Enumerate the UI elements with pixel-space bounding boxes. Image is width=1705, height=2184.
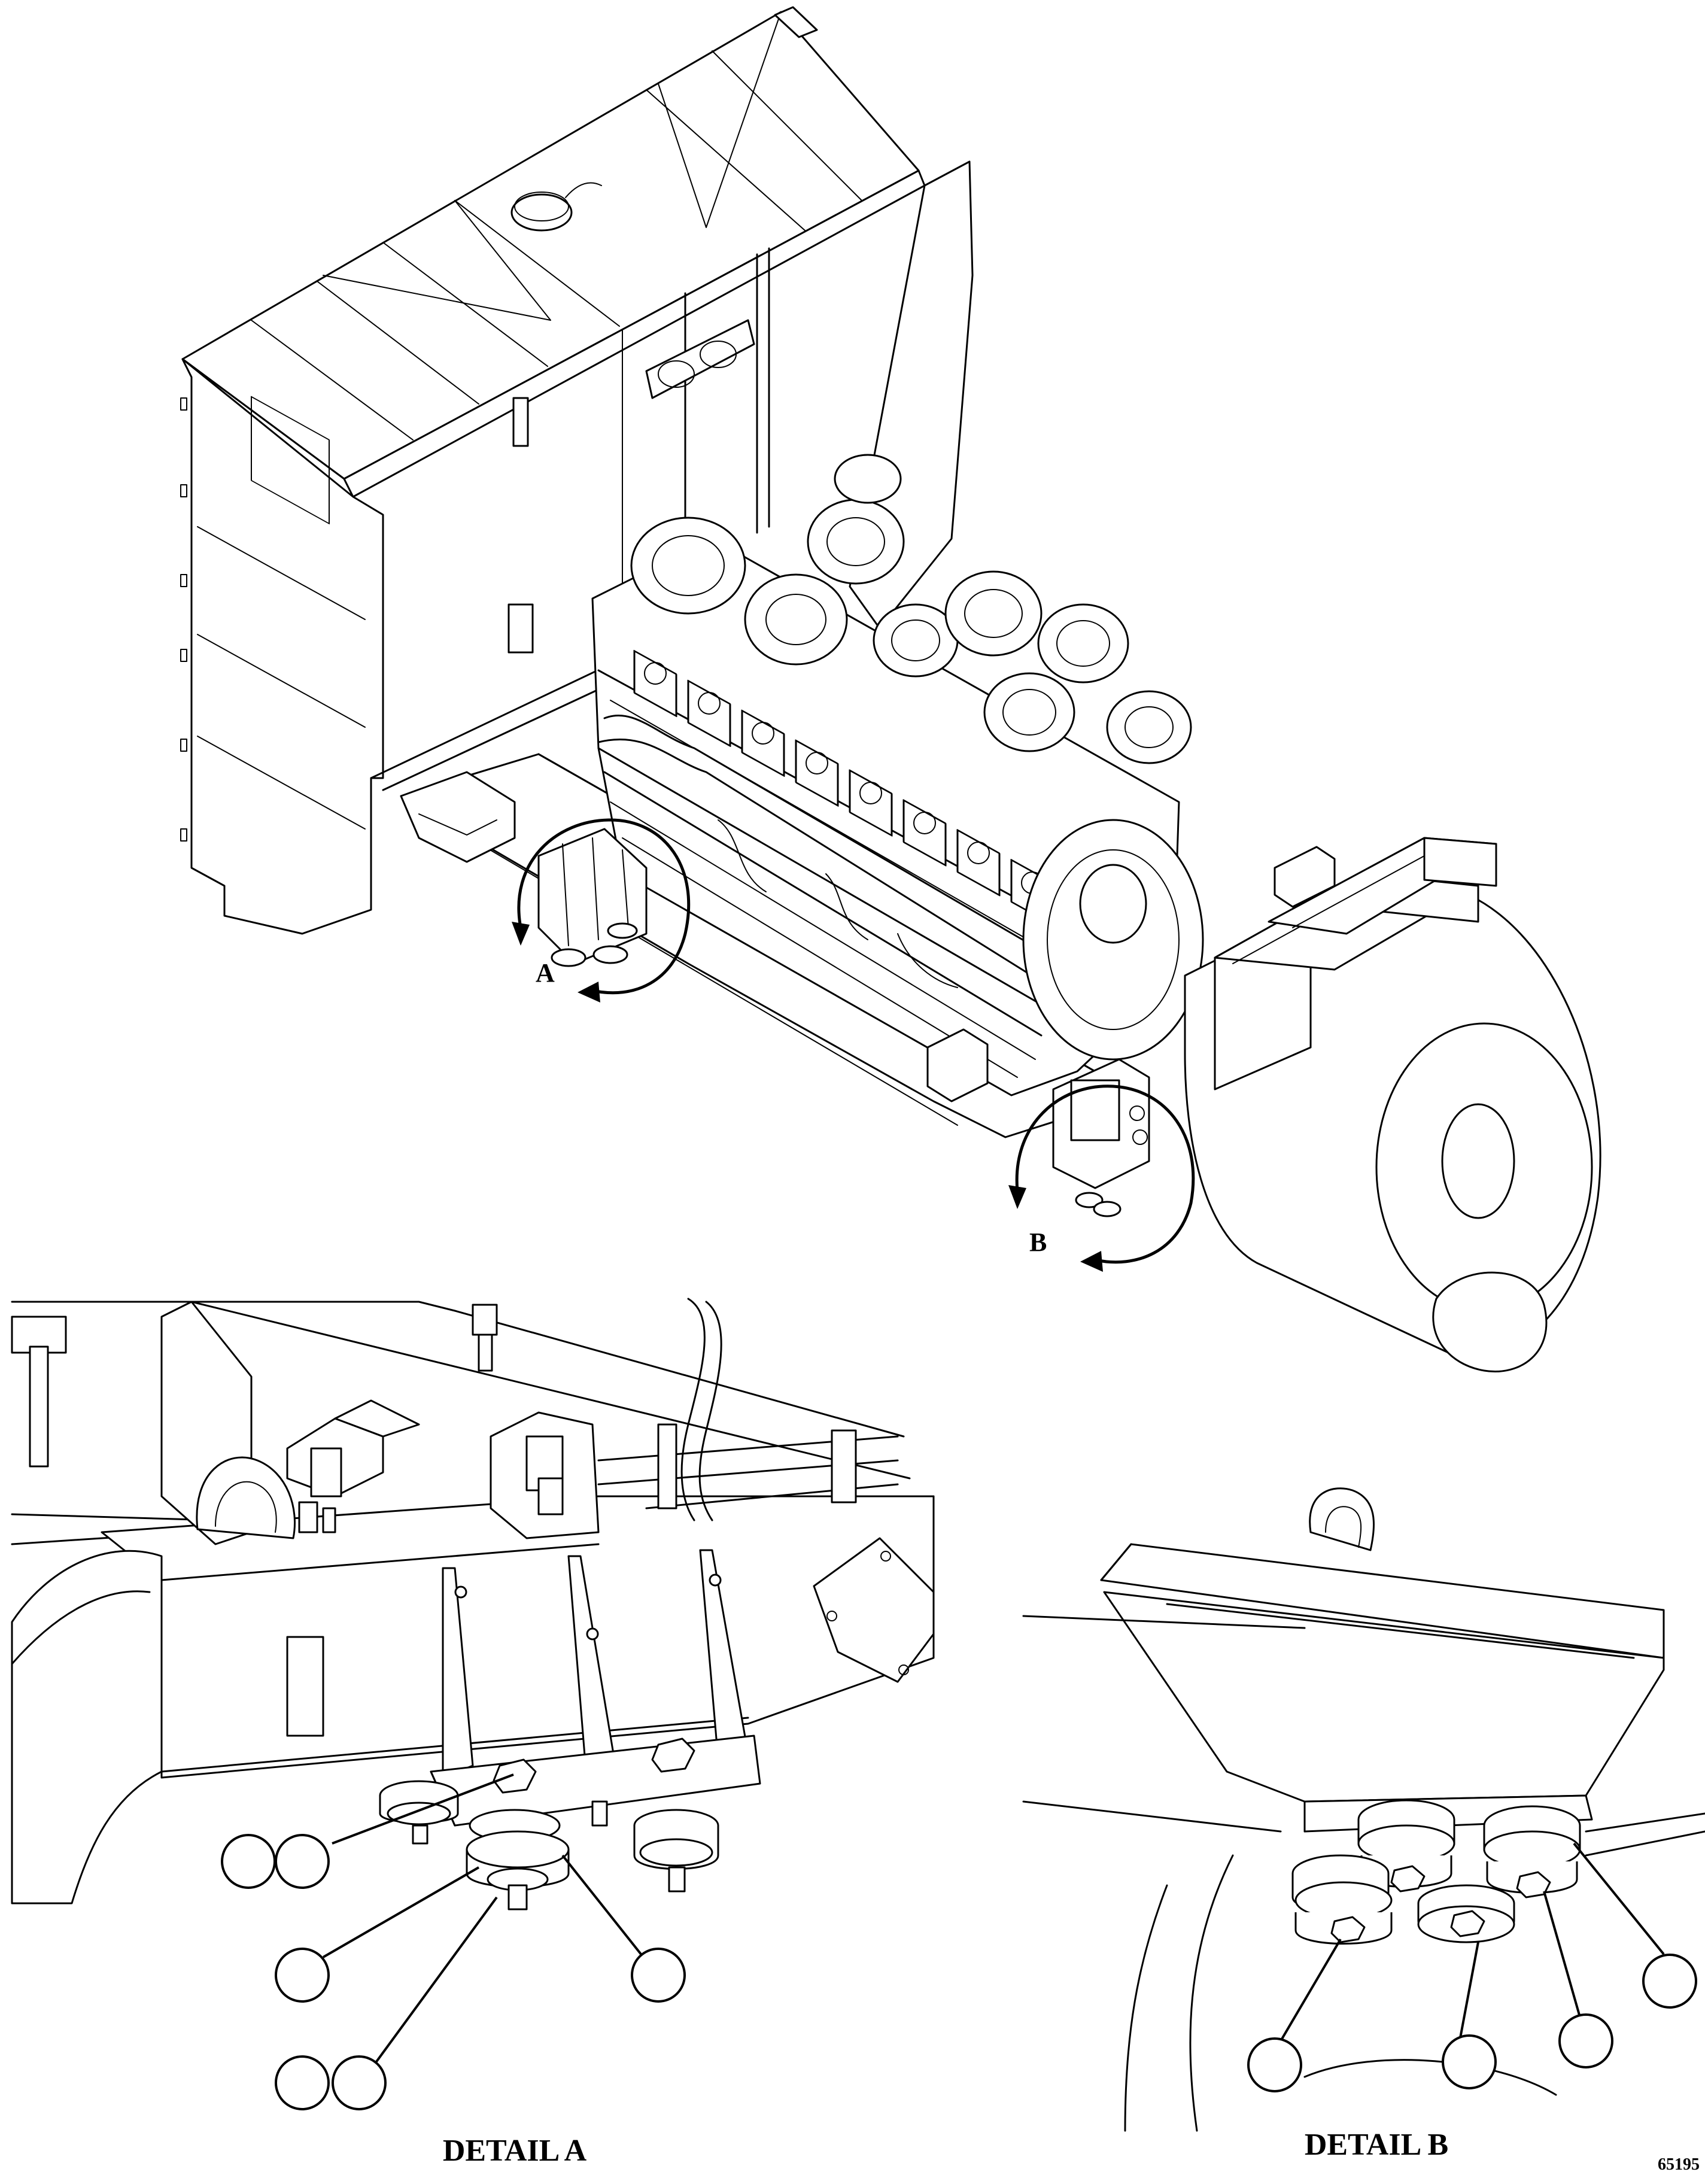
detail-a-balloon-6 — [332, 2055, 387, 2110]
detail-b-lifting-eye — [1309, 1487, 1375, 1551]
roof-hatch — [510, 193, 573, 232]
detail-b-view: DETAIL B — [1022, 1487, 1705, 2162]
detail-a-balloon-5 — [275, 2055, 330, 2110]
detail-a-callout-letter: A — [536, 958, 555, 988]
detail-b-callout-letter: B — [1029, 1228, 1047, 1257]
detail-b-leader-4 — [1573, 1842, 1665, 1955]
detail-a-callout: A — [512, 818, 691, 1003]
detail-b-balloon-2 — [1442, 2034, 1497, 2089]
detail-b-caption: DETAIL B — [1305, 2128, 1448, 2162]
detail-a-view: DETAIL A — [11, 1298, 935, 2168]
detail-a-plate — [286, 1636, 324, 1737]
detail-b-callout: B — [1008, 1058, 1195, 1272]
detail-a-balloon-1 — [221, 1834, 276, 1889]
detail-b-balloon-4 — [1642, 1954, 1697, 2009]
detail-a-leader-3 — [561, 1854, 645, 1958]
detail-a-caption: DETAIL A — [443, 2134, 587, 2168]
detail-a-leader-4 — [373, 1896, 498, 2066]
detail-a-bolt-head-right — [651, 1738, 695, 1773]
detail-a-leader-1 — [332, 1773, 514, 1845]
figure-number: 65195 — [1658, 2155, 1700, 2174]
detail-a-leader-2 — [323, 1866, 479, 1958]
detail-b-balloon-1 — [1247, 2037, 1302, 2092]
detail-a-balloon-3 — [275, 1948, 330, 2003]
detail-b-leader-3 — [1543, 1891, 1581, 2018]
detail-a-balloon-4 — [631, 1948, 686, 2003]
detail-b-leader-2 — [1459, 1942, 1479, 2039]
detail-b-callout-circle — [1015, 1085, 1195, 1264]
detail-a-callout-circle — [517, 818, 691, 995]
turbochargers — [630, 454, 1192, 764]
detail-b-balloon-3 — [1558, 2013, 1613, 2068]
enclosure-end-wall — [181, 358, 384, 935]
generator — [1184, 837, 1601, 1372]
detail-b-isolators — [1291, 1799, 1581, 1945]
detail-a-access-plate — [813, 1537, 935, 1683]
detail-a-rib-left — [442, 1567, 474, 1779]
detail-a-bolt-head-left — [493, 1758, 537, 1794]
detail-a-lifting-eye — [196, 1456, 296, 1539]
detail-a-balloon-2 — [275, 1834, 330, 1889]
enclosure — [180, 6, 974, 935]
detail-b-leader-1 — [1279, 1938, 1342, 2042]
engine-assembly — [400, 454, 1204, 1138]
